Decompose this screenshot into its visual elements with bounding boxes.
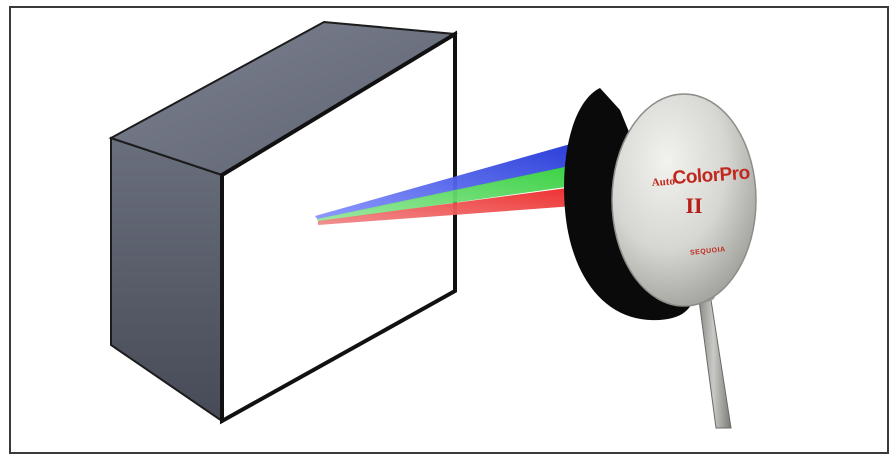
- green-beam: [317, 165, 574, 222]
- monitor-screen: [220, 30, 457, 425]
- rgb-beams: [315, 143, 575, 225]
- logo-prefix: Auto: [651, 175, 676, 189]
- colorimeter-sensor: Auto ColorPro II SEQUOIA: [611, 93, 757, 307]
- blue-beam: [315, 143, 574, 220]
- monitor-box: [108, 20, 459, 425]
- logo-model: II: [685, 193, 702, 218]
- maker-logo: SEQUOIA: [690, 246, 726, 257]
- red-beam: [318, 187, 575, 225]
- sensor-stem: [695, 290, 732, 429]
- monitor-side-face: [110, 136, 223, 423]
